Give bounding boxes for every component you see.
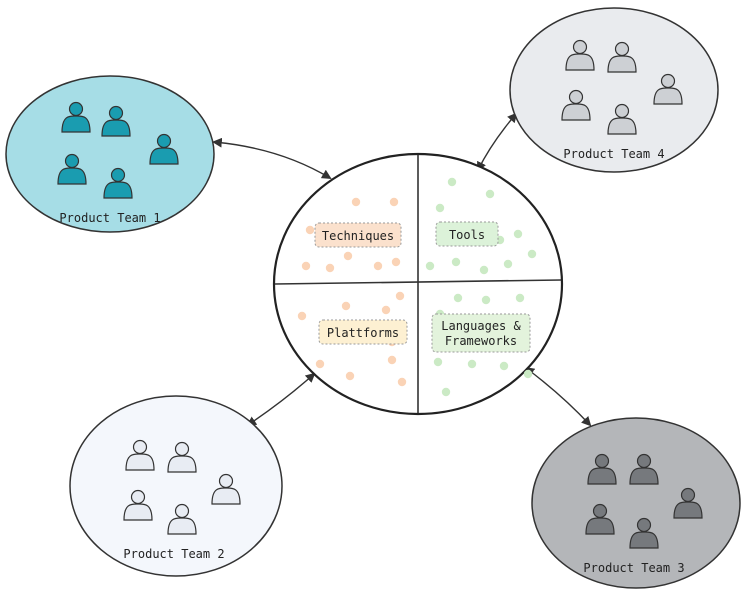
radar-dot xyxy=(523,369,533,379)
team-4-circle xyxy=(509,7,719,173)
team-3-label: Product Team 3 xyxy=(583,561,684,575)
team-1-circle xyxy=(5,75,215,233)
radar-dot xyxy=(301,261,311,271)
person-icon xyxy=(585,503,615,535)
team-1-people xyxy=(57,101,179,199)
arrow-team2-radar xyxy=(246,372,316,427)
languages-dots xyxy=(433,293,533,397)
person-icon xyxy=(61,101,91,133)
person-icon xyxy=(167,441,197,473)
person-icon xyxy=(57,153,87,185)
radar-dot xyxy=(447,177,457,187)
languages-badge: Languages & Frameworks xyxy=(431,313,531,353)
radar-dot xyxy=(373,261,383,271)
arrow-team4-radar xyxy=(477,112,518,172)
person-icon xyxy=(653,73,683,105)
team-3-circle xyxy=(531,417,741,589)
radar-dot xyxy=(503,259,513,269)
svg-text:Languages &: Languages & xyxy=(441,319,521,333)
radar-dot xyxy=(425,261,435,271)
radar-dot xyxy=(381,305,391,315)
radar-dot xyxy=(499,361,509,371)
person-icon xyxy=(565,39,595,71)
techniques-badge: Techniques xyxy=(314,222,402,248)
radar-dot xyxy=(351,197,361,207)
radar-dot xyxy=(515,293,525,303)
radar-dot xyxy=(397,377,407,387)
person-icon xyxy=(607,103,637,135)
radar-dot xyxy=(527,249,537,259)
person-icon xyxy=(101,105,131,137)
svg-text:Frameworks: Frameworks xyxy=(445,334,517,348)
team-1-label: Product Team 1 xyxy=(59,211,160,225)
team-3-people xyxy=(585,453,703,549)
radar-dot xyxy=(441,387,451,397)
radar-dot xyxy=(479,265,489,275)
svg-text:Techniques: Techniques xyxy=(322,229,394,243)
person-icon xyxy=(167,503,197,535)
person-icon xyxy=(607,41,637,73)
radar-dot xyxy=(467,359,477,369)
team-2-people xyxy=(123,439,241,535)
radar-dot xyxy=(435,203,445,213)
radar-dot xyxy=(453,293,463,303)
team-1-group: Product Team 1 xyxy=(5,75,215,233)
team-4-people xyxy=(561,39,683,135)
radar-horizontal-divider xyxy=(274,279,562,285)
radar-dot xyxy=(395,291,405,301)
team-2-label: Product Team 2 xyxy=(123,547,224,561)
arrow-team3-radar xyxy=(524,366,592,427)
team-3-group: Product Team 3 xyxy=(531,417,741,589)
person-icon xyxy=(103,167,133,199)
tech-radar: Techniques Tools Plattforms Languages & … xyxy=(272,152,564,416)
radar-dot xyxy=(391,257,401,267)
person-icon xyxy=(629,453,659,485)
person-icon xyxy=(561,89,591,121)
person-icon xyxy=(587,453,617,485)
team-2-circle xyxy=(69,395,283,577)
person-icon xyxy=(125,439,155,471)
person-icon xyxy=(149,133,179,165)
radar-dot xyxy=(485,189,495,199)
svg-text:Tools: Tools xyxy=(449,228,485,242)
radar-dot xyxy=(305,225,315,235)
radar-dot xyxy=(343,251,353,261)
radar-dot xyxy=(513,229,523,239)
radar-dot xyxy=(341,301,351,311)
person-icon xyxy=(673,487,703,519)
platforms-dots xyxy=(297,291,407,387)
radar-dot xyxy=(325,263,335,273)
radar-dot xyxy=(297,311,307,321)
arrow-team1-radar xyxy=(212,137,332,180)
svg-text:Plattforms: Plattforms xyxy=(327,326,399,340)
radar-dot xyxy=(387,355,397,365)
radar-dot xyxy=(451,257,461,267)
team-2-group: Product Team 2 xyxy=(69,395,283,577)
radar-dot xyxy=(481,295,491,305)
radar-dot xyxy=(315,359,325,369)
radar-dot xyxy=(389,197,399,207)
person-icon xyxy=(629,517,659,549)
team-4-group: Product Team 4 xyxy=(509,7,719,173)
radar-dot xyxy=(345,371,355,381)
platforms-badge: Plattforms xyxy=(318,319,408,345)
person-icon xyxy=(123,489,153,521)
tools-badge: Tools xyxy=(435,221,499,247)
team-4-label: Product Team 4 xyxy=(563,147,664,161)
radar-dot xyxy=(433,357,443,367)
person-icon xyxy=(211,473,241,505)
